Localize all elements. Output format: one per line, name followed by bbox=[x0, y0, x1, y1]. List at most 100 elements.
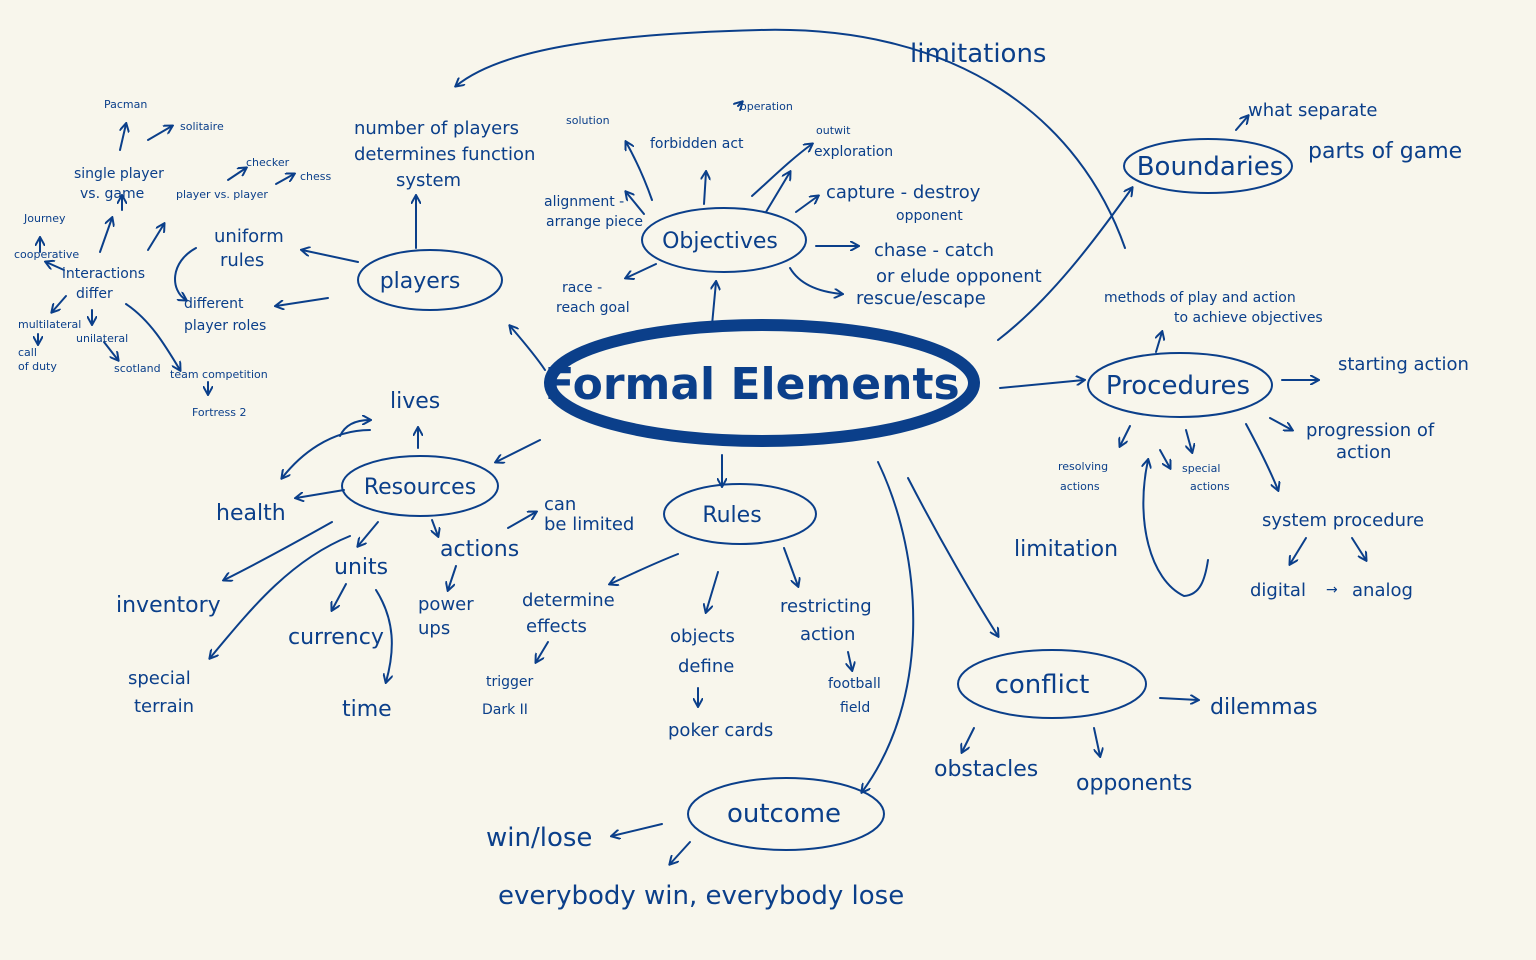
label-poker-cards: poker cards bbox=[668, 720, 773, 741]
label-exploration: exploration bbox=[814, 144, 893, 160]
label-win-lose: win/lose bbox=[486, 823, 592, 853]
node-label: Objectives bbox=[662, 229, 778, 254]
label-actions: actions bbox=[440, 537, 519, 562]
node-label: players bbox=[380, 269, 461, 294]
label-limitation-mid: limitation bbox=[1014, 537, 1118, 562]
label-player-vs-player: player vs. player bbox=[176, 188, 268, 201]
label-chase-catch-2: or elude opponent bbox=[876, 266, 1042, 287]
label-time: time bbox=[342, 697, 392, 722]
label-call-of-duty-2: of duty bbox=[18, 360, 57, 373]
label-what-separates: what separate bbox=[1248, 100, 1377, 121]
label-unilateral: unilateral bbox=[76, 332, 128, 345]
node-resources: Resources bbox=[341, 455, 499, 517]
label-forbidden-act: forbidden act bbox=[650, 136, 744, 152]
label-different-roles-1: different bbox=[184, 296, 244, 312]
label-currency: currency bbox=[288, 625, 384, 650]
label-can-be-limited-1: can bbox=[544, 494, 576, 515]
node-players: players bbox=[357, 249, 503, 311]
label-special-actions-2: actions bbox=[1190, 480, 1230, 493]
label-single-player-1: single player bbox=[74, 166, 164, 182]
label-solitaire: solitaire bbox=[180, 120, 224, 133]
label-trigger-1: trigger bbox=[486, 674, 534, 690]
label-opponents: opponents bbox=[1076, 771, 1192, 796]
node-label: Boundaries bbox=[1137, 152, 1284, 182]
label-analog: analog bbox=[1352, 580, 1413, 601]
label-can-be-limited-2: be limited bbox=[544, 514, 634, 535]
hub-formal-elements: Formal Elements bbox=[544, 319, 980, 447]
label-football-field-1: football bbox=[828, 676, 881, 692]
label-progression-1: progression of bbox=[1306, 420, 1435, 441]
label-journey: Journey bbox=[23, 212, 66, 225]
connectors bbox=[38, 28, 1366, 864]
label-interactions-differ-1: interactions bbox=[62, 266, 145, 282]
label-digital: digital bbox=[1250, 580, 1306, 601]
label-parts-of-game: parts of game bbox=[1308, 139, 1462, 164]
label-team-competition: team competition bbox=[170, 368, 268, 381]
label-uniform-rules-2: rules bbox=[220, 250, 264, 271]
label-different-roles-2: player roles bbox=[184, 318, 266, 334]
label-alignment-2: arrange piece bbox=[546, 214, 643, 230]
label-solution: solution bbox=[566, 114, 610, 127]
label-determine-effects-2: effects bbox=[526, 616, 587, 637]
label-methods-of-play-1: methods of play and action bbox=[1104, 290, 1296, 306]
label-alignment-1: alignment - bbox=[544, 194, 624, 210]
label-call-of-duty-1: call bbox=[18, 346, 37, 359]
label-race-2: reach goal bbox=[556, 300, 630, 316]
label-health: health bbox=[216, 501, 286, 526]
node-boundaries: Boundaries bbox=[1123, 138, 1293, 194]
label-obstacles: obstacles bbox=[934, 757, 1038, 782]
label-digital-arrow: → bbox=[1326, 582, 1338, 598]
label-football-field-2: field bbox=[840, 700, 870, 716]
label-special-terrain-2: terrain bbox=[134, 696, 194, 717]
label-power-ups-1: power bbox=[418, 594, 474, 615]
node-conflict: conflict bbox=[957, 649, 1147, 719]
label-checkers: checker bbox=[246, 156, 290, 169]
label-capture-destroy-1: capture - destroy bbox=[826, 182, 981, 203]
label-uniform-rules-1: uniform bbox=[214, 226, 284, 247]
label-objects-define-2: define bbox=[678, 656, 734, 677]
label-number-of-players-3: system bbox=[396, 170, 461, 191]
label-everybody: everybody win, everybody lose bbox=[498, 881, 904, 911]
label-race-1: race - bbox=[562, 280, 602, 296]
label-interactions-differ-2: differ bbox=[76, 286, 113, 302]
label-chase-catch-1: chase - catch bbox=[874, 240, 994, 261]
node-label: Rules bbox=[702, 503, 761, 528]
node-label: Resources bbox=[364, 475, 476, 500]
label-starting-action: starting action bbox=[1338, 354, 1469, 375]
label-chess: chess bbox=[300, 170, 332, 183]
label-methods-of-play-2: to achieve objectives bbox=[1174, 310, 1323, 326]
label-power-ups-2: ups bbox=[418, 618, 450, 639]
node-label: outcome bbox=[727, 799, 841, 829]
label-restricting-action-2: action bbox=[800, 624, 855, 645]
label-dilemmas: dilemmas bbox=[1210, 695, 1318, 720]
label-number-of-players-1: number of players bbox=[354, 118, 519, 139]
label-scotland: scotland bbox=[114, 362, 161, 375]
label-limitations-top: limitations bbox=[910, 39, 1046, 69]
label-determine-effects-1: determine bbox=[522, 590, 615, 611]
label-progression-2: action bbox=[1336, 442, 1391, 463]
label-number-of-players-2: determines function bbox=[354, 144, 535, 165]
label-restricting-action-1: restricting bbox=[780, 596, 872, 617]
label-fortress-2: Fortress 2 bbox=[192, 406, 247, 419]
label-inventory: inventory bbox=[116, 593, 221, 618]
label-resolving-actions-2: actions bbox=[1060, 480, 1100, 493]
node-rules: Rules bbox=[663, 483, 817, 545]
hub-label: Formal Elements bbox=[544, 359, 959, 410]
label-operation: operation bbox=[740, 100, 793, 113]
labels: limitations number of players determines… bbox=[14, 39, 1469, 911]
label-trigger-2: Dark II bbox=[482, 702, 528, 718]
label-units: units bbox=[334, 555, 388, 580]
label-objects-define-1: objects bbox=[670, 626, 735, 647]
node-objectives: Objectives bbox=[641, 207, 807, 273]
node-label: conflict bbox=[995, 670, 1090, 700]
label-system-procedure: system procedure bbox=[1262, 510, 1424, 531]
node-label: Procedures bbox=[1106, 371, 1250, 401]
label-rescue-escape: rescue/escape bbox=[856, 288, 986, 309]
label-resolving-actions-1: resolving bbox=[1058, 460, 1108, 473]
label-lives: lives bbox=[390, 389, 440, 414]
label-special-actions-1: special bbox=[1182, 462, 1220, 475]
label-pacman: Pacman bbox=[104, 98, 147, 111]
label-capture-destroy-2: opponent bbox=[896, 208, 963, 224]
label-cooperative: cooperative bbox=[14, 248, 79, 261]
